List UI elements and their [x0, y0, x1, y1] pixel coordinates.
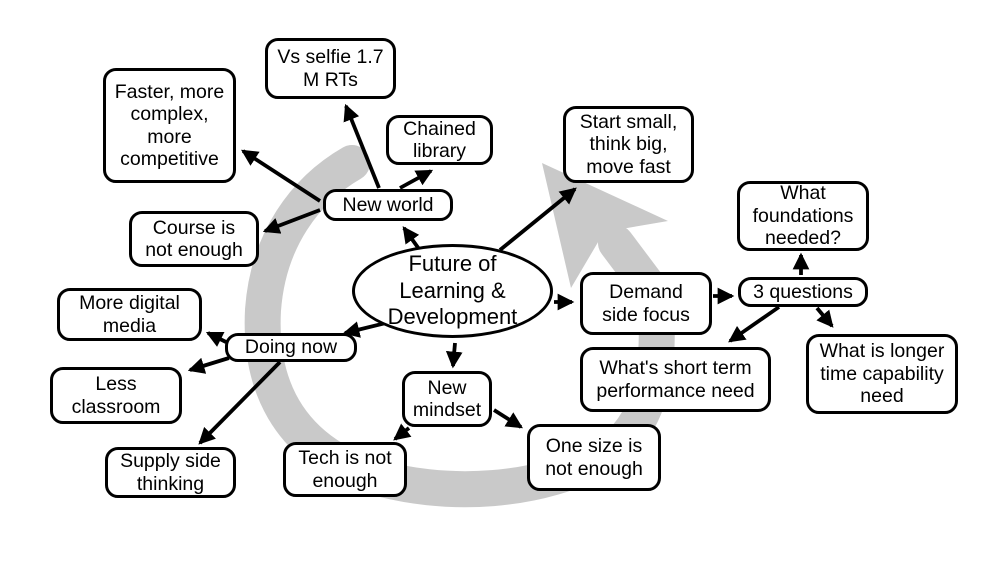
node-three-questions[interactable]: 3 questions — [738, 277, 868, 307]
node-chained-library[interactable]: Chained library — [386, 115, 493, 165]
node-supply-side[interactable]: Supply side thinking — [105, 447, 236, 498]
arrow-new-mindset-to-one-size — [492, 408, 523, 429]
node-demand-side[interactable]: Demand side focus — [580, 272, 712, 335]
node-start-small[interactable]: Start small, think big, move fast — [563, 106, 694, 183]
arrow-new-world-to-course — [262, 208, 321, 234]
arrow-doing-now-to-supply-side — [198, 360, 282, 445]
node-vs-selfie[interactable]: Vs selfie 1.7 M RTs — [265, 38, 396, 99]
arrow-center-to-new-world — [402, 226, 421, 251]
arrow-new-world-to-vs-selfie — [343, 103, 381, 189]
node-more-digital[interactable]: More digital media — [57, 288, 202, 341]
node-course-not-enough[interactable]: Course is not enough — [129, 211, 259, 267]
node-what-foundations[interactable]: What foundations needed? — [737, 181, 869, 251]
node-new-mindset[interactable]: New mindset — [402, 371, 492, 427]
node-less-classroom[interactable]: Less classroom — [50, 367, 182, 424]
node-doing-now[interactable]: Doing now — [225, 333, 357, 362]
node-faster-more-complex[interactable]: Faster, more complex, more competitive — [103, 68, 236, 183]
node-what-is-longer[interactable]: What is longer time capability need — [806, 334, 958, 414]
arrow-center-to-new-mindset — [445, 342, 463, 369]
arrow-new-world-to-chained-library — [399, 169, 434, 190]
arrow-3-questions-to-short-term — [728, 305, 781, 343]
node-new-world[interactable]: New world — [323, 189, 453, 221]
arrow-3-questions-to-longer — [815, 306, 834, 328]
arrow-new-mindset-to-tech — [393, 423, 412, 441]
arrow-center-to-start-small — [498, 187, 577, 252]
node-tech-not-enough[interactable]: Tech is not enough — [283, 442, 407, 497]
node-one-size[interactable]: One size is not enough — [527, 424, 661, 491]
arrow-new-world-to-faster — [241, 149, 322, 203]
node-whats-short-term[interactable]: What's short term performance need — [580, 347, 771, 412]
center-topic[interactable]: Future of Learning & Development — [352, 244, 553, 338]
arrow-doing-now-to-digital — [205, 331, 227, 347]
arrow-doing-now-to-less-classroom — [187, 356, 230, 374]
